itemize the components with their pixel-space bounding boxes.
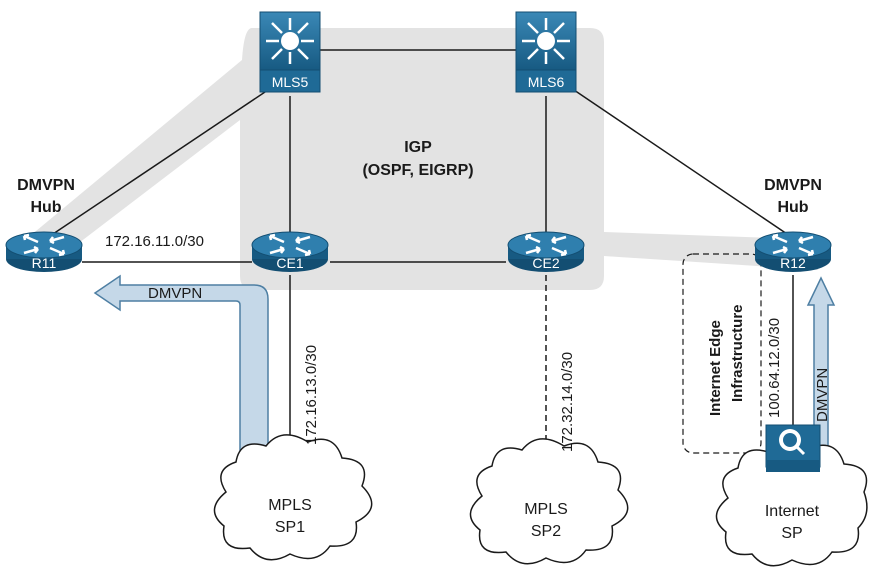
internet-edge-subtitle: Infrastructure (729, 304, 746, 402)
r11-label: R11 (32, 255, 57, 271)
right-hub-subtitle: Hub (777, 199, 808, 216)
cloud-internet-line2: SP (781, 525, 802, 542)
cloud-internet-sp (715, 440, 868, 567)
dmvpn-left-label: DMVPN (148, 285, 202, 302)
cloud-sp1-line1: MPLS (268, 497, 312, 514)
internet-edge-box (682, 253, 762, 454)
subnet-r12-fw: 100.64.12.0/30 (766, 318, 783, 418)
right-hub-title: DMVPN (764, 177, 822, 194)
r12-label: R12 (780, 255, 806, 271)
subnet-ce2-sp2: 172.32.14.0/30 (559, 352, 576, 452)
subnet-ce1-sp1: 172.16.13.0/30 (303, 345, 320, 445)
cloud-sp2-line1: MPLS (524, 501, 568, 518)
cloud-mpls-sp1 (213, 434, 373, 561)
left-hub-subtitle: Hub (30, 199, 61, 216)
cloud-sp2-line2: SP2 (531, 523, 561, 540)
mls6-label: MLS6 (528, 74, 565, 90)
internet-edge-title: Internet Edge (707, 320, 724, 416)
mls5-label: MLS5 (272, 74, 309, 90)
dmvpn-arrow-left (93, 274, 269, 474)
cloud-sp1-line2: SP1 (275, 519, 305, 536)
dmvpn-right-label: DMVPN (814, 368, 831, 422)
igp-title: IGP (404, 139, 432, 156)
ce2-label: CE2 (532, 255, 559, 271)
firewall-icon (765, 424, 821, 472)
cloud-internet-line1: Internet (765, 503, 820, 520)
igp-area (30, 28, 830, 290)
igp-subtitle: (OSPF, EIGRP) (362, 162, 473, 179)
left-hub-title: DMVPN (17, 177, 75, 194)
links (49, 49, 794, 480)
cloud-mpls-sp2 (469, 438, 629, 565)
subnet-r11-ce1: 172.16.11.0/30 (105, 233, 204, 250)
ce1-label: CE1 (276, 255, 303, 271)
